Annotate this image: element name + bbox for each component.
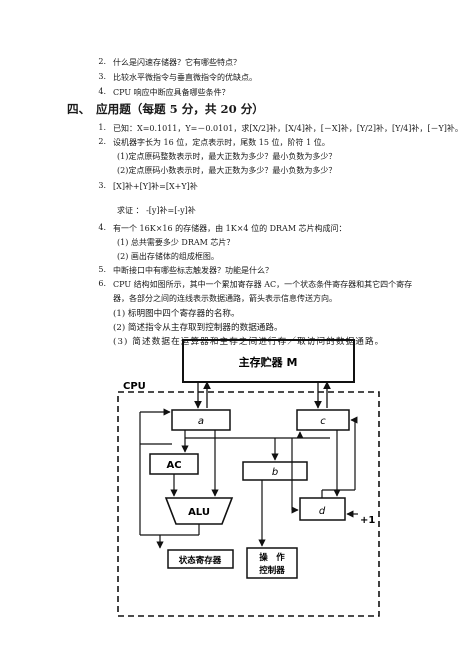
question-number: 3. [98,72,106,81]
section-number: 四、 [67,102,91,116]
question-text: 中断接口中有哪些标志触发器？功能是什么？ [113,266,273,275]
control-unit-label: 操 作 [259,552,285,563]
increment-label: +1 [360,515,375,526]
alu-label: ALU [188,507,210,518]
register-a-box [171,409,231,431]
register-c-label: c [320,416,326,427]
control-unit-label: 控制器 [259,565,285,576]
question-text: 器，各部分之间的连线表示数据通路，箭头表示信息传送方向。 [113,294,337,303]
sub-question: (2) 简述指令从主存取到控制器的数据通路。 [113,323,283,333]
sub-question: (1)定点原码整数表示时，最大正数为多少？最小负数为多少？ [117,152,337,161]
question-number: 2. [98,57,106,66]
question-number: 2. [98,137,106,146]
register-d-label: d [319,506,326,517]
formula: [X]补+[Y]补=[X+Y]补 [113,182,198,191]
status-register-box [167,549,234,569]
question-number: 4. [98,223,106,232]
question-text: 已知：X=0.1011，Y=－0.0101，求[X/2]补，[X/4]补，[－X… [113,124,463,133]
proof-statement: 求证 ： -[y]补=[-y]补 [117,206,196,215]
question-text: CPU 响应中断应具备哪些条件？ [113,88,230,97]
sub-question: (1) 标明图中四个寄存器的名称。 [113,309,240,319]
question-text: 设机器字长为 16 位，定点表示时，尾数 15 位，阶符 1 位。 [113,138,330,147]
sub-question: (1) 总共需要多少 DRAM 芯片？ [117,238,235,247]
register-b-box [242,461,308,481]
question-text: CPU 结构如图所示，其中一个累加寄存器 AC，一个状态条件寄存器和其它四个寄存 [113,280,413,289]
control-unit-box [246,547,298,579]
sub-question: (2) 画出存储体的组成框图。 [117,252,219,261]
sub-question: (3) 简述数据在运算器和主存之间进行存／取访问的数据通路。 [113,337,385,347]
main-memory-label: 主存贮器 M [239,355,298,369]
question-text: 有一个 16K×16 的存储器，由 1K×4 位的 DRAM 芯片构成问： [113,224,347,233]
register-b-label: b [272,467,278,478]
register-a-label: a [198,416,204,427]
sub-question: (2)定点原码小数表示时，最大正数为多少？最小负数为多少？ [117,166,337,175]
question-number: 3. [98,181,106,190]
question-number: 1. [98,123,106,132]
cpu-boundary [117,391,380,617]
section-title: 应用题（每题 5 分，共 20 分） [96,102,264,116]
status-register-label: 状态寄存器 [179,555,222,566]
cpu-label: CPU [123,381,146,392]
question-number: 5. [98,265,106,274]
question-text: 什么是闪速存储器？它有哪些特点？ [113,58,241,67]
accumulator-label: AC [166,460,181,471]
register-c-box [296,409,350,431]
question-number: 6. [98,279,106,288]
alu-shape [164,497,234,525]
question-number: 4. [98,87,106,96]
main-memory-box [182,339,355,383]
question-text: 比较水平微指令与垂直微指令的优缺点。 [113,73,257,82]
